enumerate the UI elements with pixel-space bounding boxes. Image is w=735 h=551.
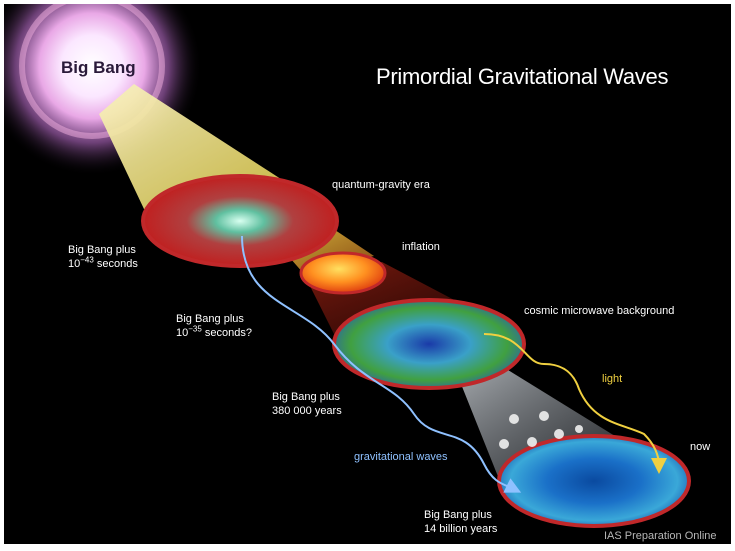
time-label-1: Big Bang plus 10−43 seconds (68, 243, 138, 271)
galaxy-icon (499, 439, 509, 449)
diagram-canvas: Big Bang Primordial Gravitational Waves … (4, 4, 731, 544)
galaxy-icon (527, 437, 537, 447)
time-label-1-line1: Big Bang plus (68, 244, 136, 256)
quantum-gravity-era-label: quantum-gravity era (332, 179, 430, 191)
inflation-label: inflation (402, 241, 440, 253)
time-label-4-line1: Big Bang plus (424, 509, 492, 521)
time-label-2-line1: Big Bang plus (176, 313, 244, 325)
watermark: IAS Preparation Online (604, 530, 717, 542)
galaxy-icons (499, 411, 583, 449)
time-2-exponent: −35 (188, 324, 202, 334)
cmb-disc (332, 298, 526, 390)
galaxy-icon (509, 414, 519, 424)
gravitational-waves-label: gravitational waves (354, 451, 448, 463)
galaxy-icon (554, 429, 564, 439)
time-2-base: 10 (176, 327, 189, 339)
time-label-3-line1: Big Bang plus (272, 391, 340, 403)
time-label-3-line2: 380 000 years (272, 405, 342, 417)
time-label-3: Big Bang plus 380 000 years (272, 390, 342, 418)
galaxy-icon (539, 411, 549, 421)
quantum-gravity-disc (141, 174, 339, 268)
big-bang-label: Big Bang (61, 58, 136, 77)
time-2-unit: seconds? (201, 327, 252, 339)
page-title: Primordial Gravitational Waves (376, 64, 669, 89)
time-label-2-line2: 10−35 seconds? (176, 324, 252, 340)
diagram-artwork (4, 4, 691, 528)
gravitational-waves-arrow (241, 235, 522, 493)
time-1-exponent: −43 (80, 255, 94, 265)
time-1-unit: seconds (93, 258, 138, 270)
now-label: now (690, 441, 711, 453)
inflation-disc (299, 251, 387, 295)
time-label-2: Big Bang plus 10−35 seconds? (176, 312, 252, 340)
light-arrow (483, 333, 667, 474)
now-disc (497, 434, 691, 528)
big-bang-ring (19, 4, 165, 139)
galaxy-icon (575, 425, 583, 433)
cmb-label: cosmic microwave background (524, 305, 675, 317)
time-1-base: 10 (68, 258, 81, 270)
time-label-4: Big Bang plus 14 billion years (424, 508, 497, 536)
time-label-4-line2: 14 billion years (424, 523, 498, 535)
time-label-1-line2: 10−43 seconds (68, 255, 138, 271)
light-label: light (602, 373, 623, 385)
